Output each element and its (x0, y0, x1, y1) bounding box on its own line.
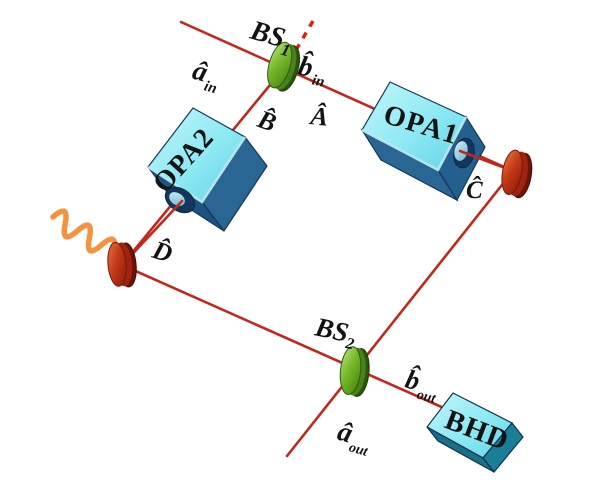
a-out-label: âout (333, 416, 376, 460)
bs2-label: BS2 (311, 311, 359, 353)
mirror-d-disk (107, 241, 137, 288)
opa1-box: OPA1 (360, 81, 486, 202)
bs1-disk (267, 41, 301, 92)
opa1-bevel-edge (361, 116, 468, 172)
b-out-label: b̂out (401, 362, 443, 407)
bhd-box: BHD (426, 392, 524, 473)
beam-mirror-d-to-bhd (120, 263, 457, 415)
pump-wave-icon (50, 208, 118, 255)
bs2-disk (339, 346, 370, 397)
mode-a-label: Â (307, 101, 329, 132)
b-in-label: b̂in (295, 49, 331, 91)
opa2-box: OPA2 (147, 107, 268, 233)
mirror-c-disk (501, 149, 533, 199)
mode-c-label: Ĉ (466, 175, 483, 204)
a-in-label: âin (188, 55, 224, 97)
beam-mirror-c-to-a-out (285, 169, 515, 458)
mode-d-label: D̂ (148, 235, 176, 269)
bhd-front-face (426, 426, 495, 473)
mode-b-label: B̂ (253, 104, 280, 138)
opa2-bevel-edge (147, 136, 247, 204)
